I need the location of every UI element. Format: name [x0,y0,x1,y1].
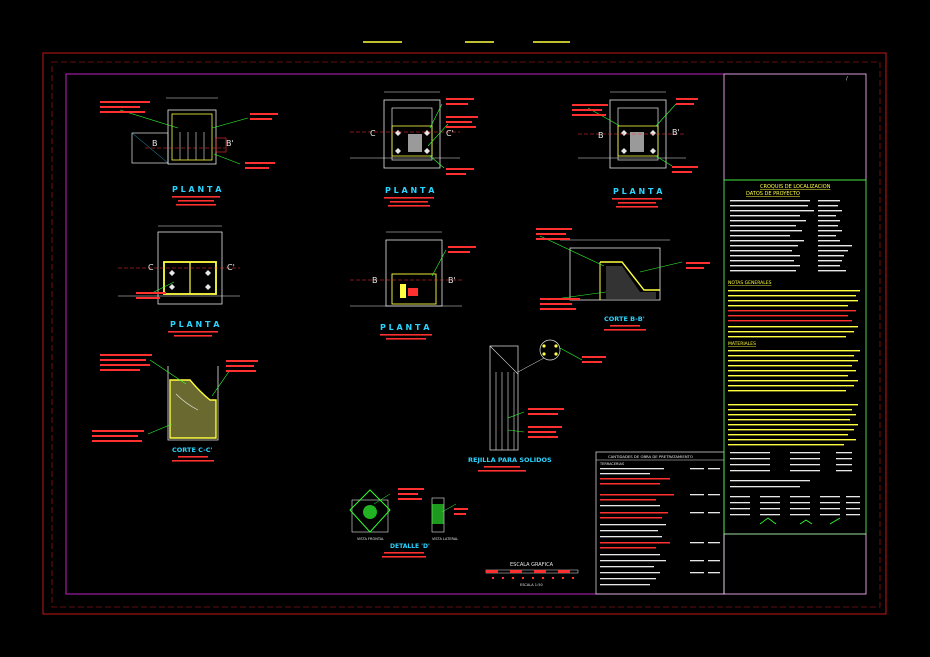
svg-text:/: / [846,76,848,82]
planta-4-drawing [118,225,240,305]
planta-2-cut-right: C' [446,129,454,138]
planta-5-title: P L A N T A [380,323,430,332]
planta-5-cut-left: B [372,276,378,285]
escala-label: ESCALA 1:50 [520,583,543,587]
inner-frame [51,61,881,608]
materiales-title: MATERIALES [728,341,756,347]
outer-frame [42,52,887,615]
vista-lateral-label: VISTA LATERAL [432,537,458,541]
planta-2-cut-left: C [370,129,376,138]
scale-bar [485,569,579,579]
cantidades-table [595,451,725,595]
vista-frontal-label: VISTA FRONTAL [357,537,384,541]
escala-title: ESCALA GRAFICA [510,562,554,568]
rejilla-drawing [489,339,606,451]
planta-2-drawing [350,91,478,175]
terracerias-label: TERRACERIAS [599,462,625,466]
cantidades-title: CANTIDADES DE OBRA DE PRETRATAMIENTO [608,454,693,459]
corte-cc-drawing [92,354,258,442]
planta-2-title: P L A N T A [385,186,435,195]
planta-3-cut-left: B [598,131,604,140]
detalle-title: DETALLE 'D' [390,543,430,550]
planta-1-cut-right: B' [226,139,234,148]
planta-5-cut-right: B' [448,276,456,285]
planta-4-cut-left: C [148,263,154,272]
datos-title: DATOS DE PROYECTO [746,191,800,197]
corte-bb-drawing [536,228,710,310]
notas-title: NOTAS GENERALES [728,280,772,286]
planta-5-drawing [350,231,476,307]
planta-3-drawing [572,91,698,173]
planta-1-cut-left: B [152,139,158,148]
right-panel: / [723,73,867,595]
planta-1-title: P L A N T A [172,185,222,194]
corte-cc-title: CORTE C-C' [172,446,213,454]
corte-bb-title: CORTE B-B' [604,315,645,323]
planta-1-drawing [100,97,278,169]
planta-3-cut-right: B' [672,128,680,137]
detalle-drawing [349,488,468,533]
planta-4-title: P L A N T A [170,320,220,329]
planta-3-title: P L A N T A [613,187,663,196]
croquis-title: CROQUIS DE LOCALIZACION [760,184,831,190]
rejilla-title: REJILLA PARA SOLIDOS [468,456,552,464]
planta-4-cut-right: C' [227,263,235,272]
